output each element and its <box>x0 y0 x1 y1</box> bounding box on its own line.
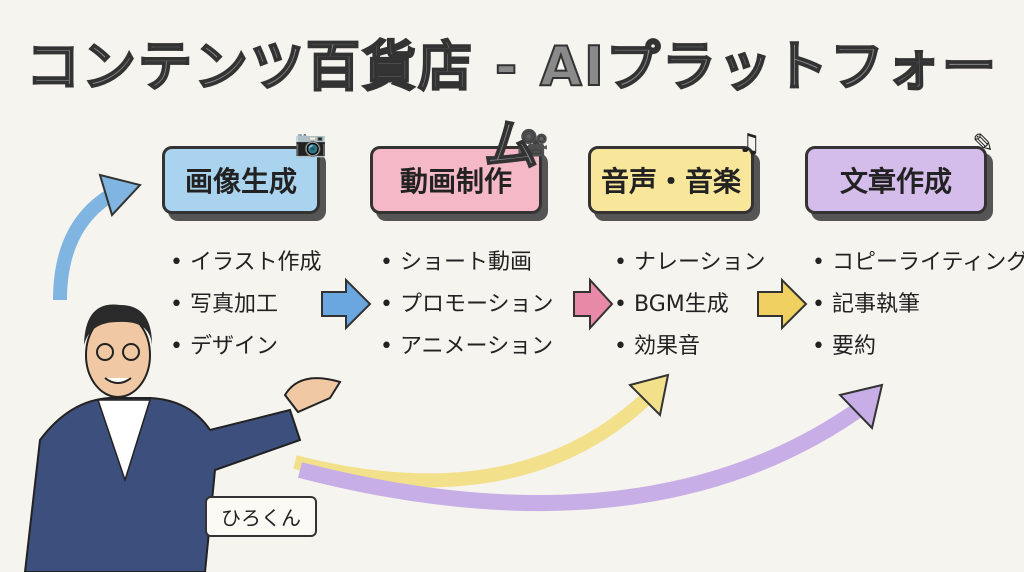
list-item: アニメーション <box>380 326 554 368</box>
video-camera-icon: 🎥 <box>516 129 549 159</box>
list-item: イラスト作成 <box>170 242 322 284</box>
curved-arrow-purple <box>298 398 870 512</box>
arrowhead-purple <box>838 383 884 431</box>
presenter-illustration <box>23 304 342 572</box>
text-items: コピーライティング 記事執筆 要約 <box>812 242 1024 368</box>
category-label: 動画制作 <box>399 165 512 198</box>
list-item: 記事執筆 <box>812 284 1024 326</box>
pencil-note-icon: ✎ <box>972 129 994 159</box>
list-item: プロモーション <box>380 284 554 326</box>
list-item: コピーライティング <box>812 242 1024 284</box>
page-title: コンテンツ百貨店 - AIプラットフォーム <box>25 34 998 178</box>
list-item: デザイン <box>170 326 322 368</box>
category-label: 音声・音楽 <box>600 165 741 198</box>
category-label: 文章作成 <box>839 165 952 198</box>
music-note-icon: ♫ <box>737 129 761 159</box>
arrowhead-blue <box>98 173 142 217</box>
arrowhead-yellow <box>628 373 670 418</box>
image-items: イラスト作成 写真加工 デザイン <box>170 242 322 368</box>
right-arrow-icon <box>321 277 372 331</box>
right-arrow-icon <box>573 277 614 331</box>
category-box-video: 動画制作 🎥 <box>370 129 549 214</box>
category-label: 画像生成 <box>184 165 297 198</box>
camera-icon: 📷 <box>294 129 327 159</box>
list-item: BGM生成 <box>614 284 766 326</box>
category-box-audio: 音声・音楽 ♫ <box>588 129 761 214</box>
list-item: ナレーション <box>614 242 766 284</box>
category-box-image: 画像生成 📷 <box>162 129 327 214</box>
list-item: ショート動画 <box>380 242 554 284</box>
list-item: 要約 <box>812 326 1024 368</box>
audio-items: ナレーション BGM生成 効果音 <box>614 242 766 368</box>
list-item: 写真加工 <box>170 284 322 326</box>
curved-arrow-yellow <box>293 389 655 488</box>
video-items: ショート動画 プロモーション アニメーション <box>380 242 554 368</box>
category-box-text: 文章作成 ✎ <box>805 129 994 214</box>
presenter-name-tag: ひろくん <box>205 496 317 537</box>
list-item: 効果音 <box>614 326 766 368</box>
